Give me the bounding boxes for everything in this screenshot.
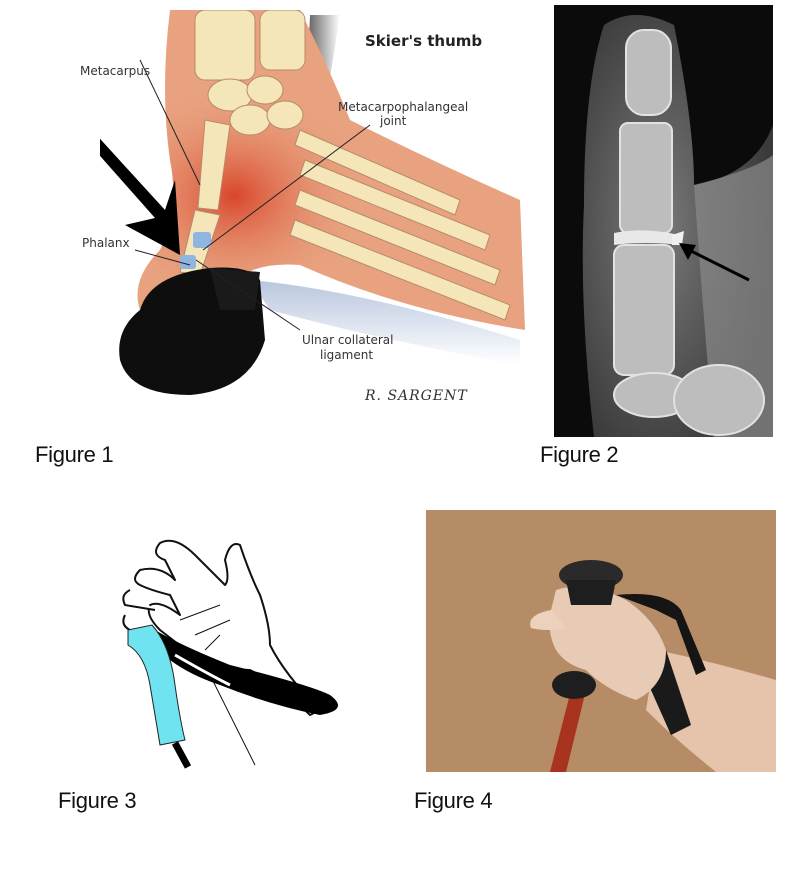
label-mcp-joint-line1: Metacarpophalangeal (338, 100, 469, 114)
label-metacarpus: Metacarpus (80, 64, 151, 78)
pole-grip-photo (426, 510, 776, 772)
figure-3-caption: Figure 3 (58, 788, 137, 813)
figure-1-caption: Figure 1 (35, 442, 114, 467)
figure-4-caption: Figure 4 (414, 788, 493, 813)
skiers-thumb-illustration (55, 9, 525, 395)
hand-strap-drawing (122, 539, 338, 769)
figure-1-title: Skier's thumb (365, 32, 483, 50)
figure-4-photo (426, 510, 776, 772)
figure-2-caption: Figure 2 (540, 442, 619, 467)
xray-image (554, 5, 773, 437)
label-ucl-line2: ligament (320, 348, 374, 362)
label-mcp-joint-line2: joint (380, 114, 407, 128)
figure-1-illustration: Skier's thumb Metacarpus Metacarpophalan… (55, 9, 540, 420)
figure-3-drawing (120, 535, 340, 770)
artist-signature: R. SARGENT (365, 388, 468, 404)
label-phalanx: Phalanx (82, 236, 130, 250)
label-ucl-line1: Ulnar collateral (302, 333, 394, 347)
figure-2-xray (554, 5, 773, 437)
